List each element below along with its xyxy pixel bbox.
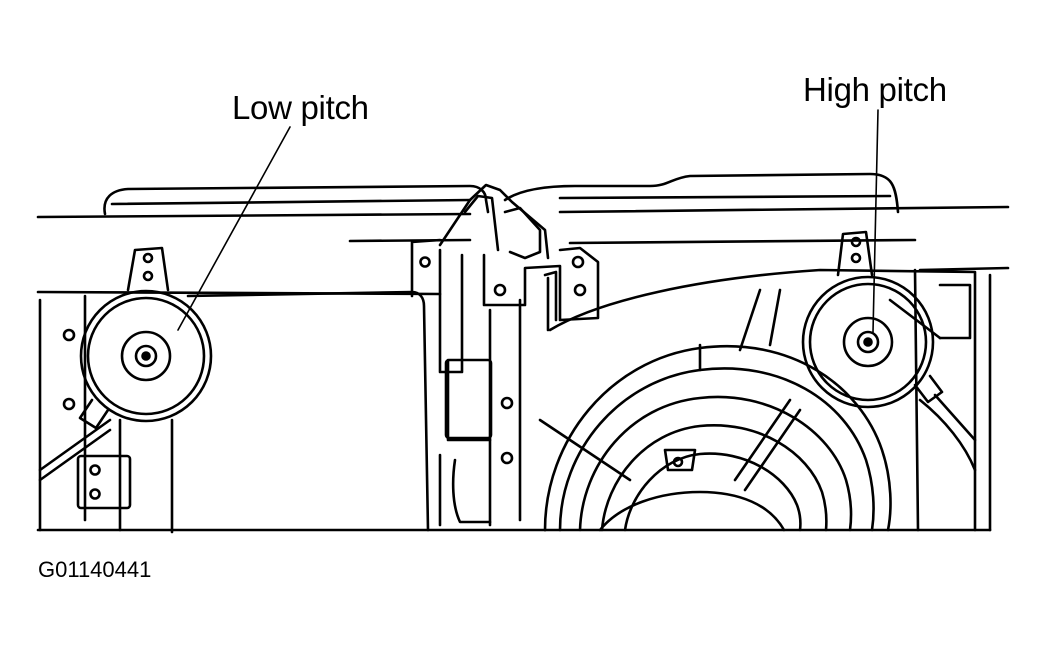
callout-leaders bbox=[177, 109, 879, 333]
high-pitch-leader bbox=[872, 109, 879, 333]
low-pitch-horn bbox=[78, 289, 213, 430]
high-pitch-label: High pitch bbox=[803, 71, 947, 108]
low-horn-bracket bbox=[126, 246, 170, 292]
high-pitch-horn bbox=[801, 275, 977, 442]
low-pitch-leader bbox=[177, 126, 291, 331]
right-frame bbox=[543, 273, 992, 532]
cooling-fan bbox=[538, 288, 942, 532]
high-horn-bracket bbox=[836, 230, 874, 277]
radiator-support-cover bbox=[103, 172, 900, 216]
figure-code: G01140441 bbox=[38, 557, 152, 582]
fan-shroud bbox=[548, 268, 977, 532]
center-panel bbox=[186, 238, 442, 532]
upper-crossbar bbox=[36, 205, 1010, 296]
low-pitch-label: Low pitch bbox=[232, 89, 369, 126]
hood-latch-assembly bbox=[438, 183, 600, 527]
